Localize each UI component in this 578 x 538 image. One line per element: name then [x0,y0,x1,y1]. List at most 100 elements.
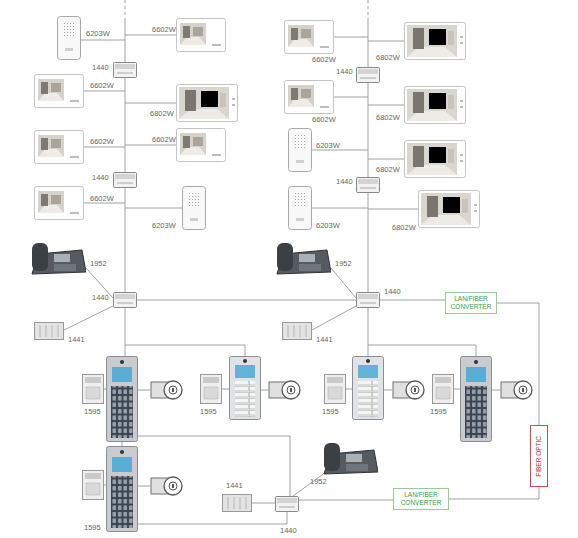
part-number: 6203W [86,30,110,38]
distributor-1440 [114,63,137,78]
riser-break [125,0,368,20]
backbone-wire [137,300,356,301]
converter-wire [380,300,445,301]
part-number: 1441 [316,336,333,344]
node-text: LAN/FIBER CONVERTER [448,295,494,311]
part-number: 6802W [376,114,400,122]
riser-wire [125,20,368,356]
door-lock [393,381,424,399]
devices [32,17,532,532]
fiber-link [497,303,539,425]
monitor-6602w [35,75,84,108]
button-panel [353,357,384,420]
door-lock [501,381,532,399]
converter-box: LAN/FIBER CONVERTER [393,488,449,510]
part-number: 6203W [152,222,176,230]
module-1595 [83,375,104,404]
phone-1952 [324,443,378,474]
distributor-1440 [114,173,137,188]
part-number: 6602W [152,136,176,144]
part-number: 1440 [336,68,353,76]
part-number: 1440 [92,64,109,72]
monitor-6602w [285,21,334,54]
monitor-6602w [177,19,226,52]
monitor-6802w [419,191,480,228]
supply-1441 [223,495,252,512]
supply-1441 [35,323,64,340]
branch-wire [312,268,356,330]
branch-wire [312,150,418,209]
module-1595 [325,375,346,404]
module-1595 [201,375,222,404]
wiring [64,0,500,524]
part-number: 6203W [316,142,340,150]
part-number: 6602W [90,82,114,90]
part-number: 6602W [90,138,114,146]
part-number: 6602W [312,56,336,64]
distributor-1440 [357,178,380,193]
part-number: 6203W [316,222,340,230]
part-number: 1952 [90,260,107,268]
part-number: 6802W [376,166,400,174]
part-number: 1952 [310,478,327,486]
supply-1441 [283,323,312,340]
panel-wire [125,345,476,356]
monitor-6602w [35,131,84,164]
door-lock [151,477,182,495]
monitor-6602w [35,187,84,220]
handset-6203w [289,129,312,172]
module-1595 [83,471,104,500]
part-number: 1440 [336,178,353,186]
branch-wire [84,145,182,208]
part-number: 1595 [322,408,339,416]
distributor-1440 [276,497,299,512]
part-number: 6602W [90,195,114,203]
part-number: 1595 [200,408,217,416]
handset-6203w [183,187,206,230]
module-1595 [433,375,454,404]
part-number: 6802W [392,224,416,232]
part-number: 1440 [92,174,109,182]
part-number: 1441 [226,482,243,490]
door-lock [151,381,182,399]
part-number: 1595 [84,408,101,416]
part-number: 6802W [376,54,400,62]
distributor-1440 [357,68,380,83]
converter-box: LAN/FIBER CONVERTER [445,292,497,314]
node-text: FIBER OPTIC [535,436,543,477]
handset-6203w [289,187,312,230]
handset-6203w [58,17,81,60]
monitor-6802w [405,141,466,178]
button-panel [230,357,261,420]
node-text: LAN/FIBER CONVERTER [396,491,446,507]
part-number: 1440 [384,288,401,296]
fiber-optic-box: FIBER OPTIC [530,425,548,487]
part-number: 6602W [312,116,336,124]
monitor-6602w [177,129,226,162]
part-number: 6802W [150,110,174,118]
part-number: 1440 [280,527,297,535]
part-number: 1595 [430,408,447,416]
keypad-panel [461,357,492,442]
branch-wire [334,37,404,105]
distributor-1440 [357,293,380,308]
phone-1952 [32,243,86,274]
panel-wire [122,436,290,524]
fiber-link [449,487,539,499]
part-number: 1441 [68,336,85,344]
monitor-6802w [177,85,238,122]
phone-1952 [277,243,331,274]
branch-wire [64,268,113,330]
monitor-6802w [405,87,466,124]
distributor-1440 [114,293,137,308]
keypad-panel [107,357,138,442]
part-number: 1595 [84,524,101,532]
branch-wire [81,35,176,103]
part-number: 6602W [152,26,176,34]
door-lock [269,381,300,399]
monitor-6802w [405,23,466,60]
part-number: 1440 [92,294,109,302]
